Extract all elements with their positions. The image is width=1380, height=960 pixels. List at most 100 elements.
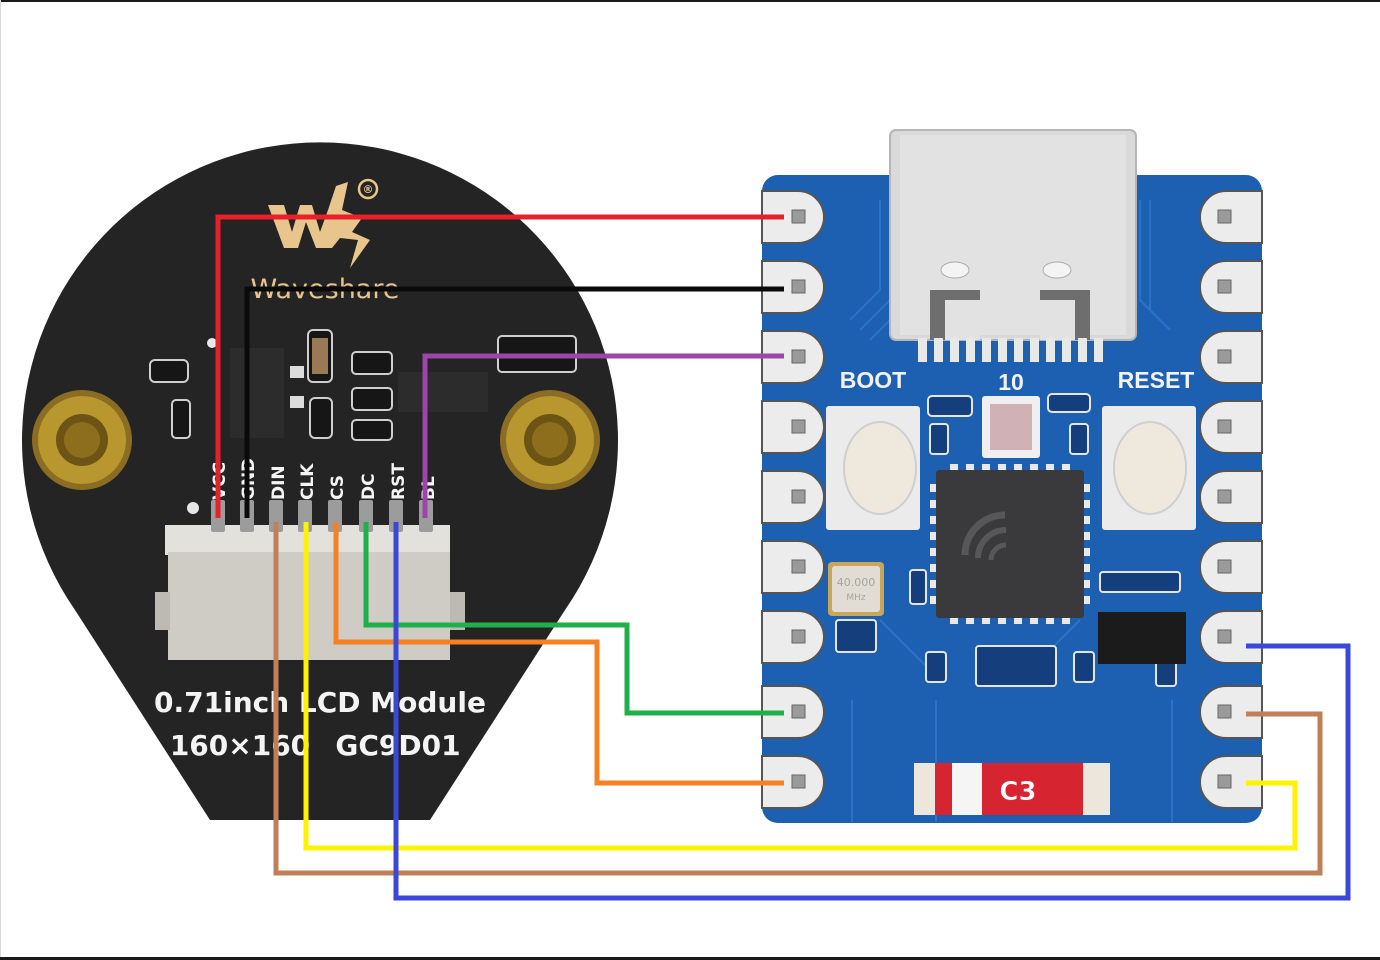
- lcd-module: ® Waveshare VCC GND DIN CLK CS: [22, 142, 619, 820]
- chip-pin: [1084, 580, 1090, 588]
- usb-pin: [982, 338, 991, 362]
- wire-dc: [363, 522, 784, 716]
- pin-label-clk: CLK: [298, 463, 318, 500]
- chip-pin: [930, 564, 936, 572]
- pin-label-din: DIN: [269, 465, 289, 500]
- wire-clk: [303, 522, 1298, 851]
- label-boot: BOOT: [840, 367, 906, 393]
- esp-right-pin-pad: [1199, 685, 1263, 739]
- esp-left-pin-pad: [761, 470, 825, 524]
- frame-bottom-border: [0, 957, 1380, 960]
- label-reset: RESET: [1118, 367, 1195, 393]
- esp-left-pin-pad: [761, 260, 825, 314]
- esp-right-pin-pad: [1199, 755, 1263, 809]
- wire-rst: [393, 522, 1351, 901]
- chip-pin: [1030, 464, 1038, 470]
- usb-pin: [1094, 338, 1103, 362]
- usb-pin: [1014, 338, 1023, 362]
- chip-pin: [966, 618, 974, 624]
- esp-smd-components: [835, 393, 1181, 687]
- chip-pin: [1030, 618, 1038, 624]
- pin-label-bl: BL: [419, 476, 439, 500]
- esp32c3-chip: [930, 464, 1090, 624]
- usb-pin: [1046, 338, 1055, 362]
- chip-pin: [1084, 532, 1090, 540]
- wire-bl: [422, 353, 784, 518]
- chip-pin: [1046, 464, 1054, 470]
- usb-pin: [966, 338, 975, 362]
- chip-pin: [1084, 516, 1090, 524]
- chip-pin: [1084, 484, 1090, 492]
- chip-pin: [1084, 500, 1090, 508]
- wire-cs: [333, 522, 784, 786]
- waveshare-logo-icon: ®: [268, 178, 379, 268]
- chip-pin: [998, 618, 1006, 624]
- lcd-resolution: 160×160: [170, 729, 310, 762]
- crystal-frequency: 40.000: [837, 576, 876, 589]
- usb-pin: [1030, 338, 1039, 362]
- frame-top-border: [0, 0, 1380, 2]
- crystal-oscillator: 40.000 MHz: [828, 562, 884, 616]
- esp-right-pin-pad: [1199, 190, 1263, 244]
- esp-right-pin-pad: [1199, 330, 1263, 384]
- usb-pin: [1062, 338, 1071, 362]
- label-led-10: 10: [998, 369, 1024, 395]
- chip-pin: [1062, 618, 1070, 624]
- reset-button[interactable]: [1102, 406, 1196, 530]
- esp-right-pin-pad: [1199, 470, 1263, 524]
- pin-label-cs: CS: [328, 475, 348, 500]
- lcd-components: [149, 329, 577, 441]
- usb-pin: [918, 338, 927, 362]
- esp-right-pin-pad: [1199, 260, 1263, 314]
- chip-pin: [982, 618, 990, 624]
- pin-label-rst: RST: [389, 463, 409, 500]
- wire-gnd: [244, 286, 784, 518]
- usb-c-connector: [889, 129, 1137, 362]
- registered-mark: ®: [363, 183, 374, 196]
- esp-right-pin-pad: [1199, 400, 1263, 454]
- wire-vcc: [215, 214, 784, 518]
- usb-pin: [1078, 338, 1087, 362]
- wire-din: [273, 522, 1323, 876]
- chip-pin: [930, 500, 936, 508]
- esp-left-pin-pad: [761, 540, 825, 594]
- esp-right-pins: [1199, 190, 1263, 809]
- chip-pin: [998, 464, 1006, 470]
- antenna-area: C3: [851, 700, 1173, 822]
- mounting-hole-right: [500, 390, 600, 490]
- esp-left-pin-pad: [761, 330, 825, 384]
- esp-left-pin-pad: [761, 755, 825, 809]
- chip-pin: [930, 532, 936, 540]
- chip-pin: [930, 516, 936, 524]
- mounting-hole-left: [32, 390, 132, 490]
- esp-right-pin-pad: [1199, 610, 1263, 664]
- lcd-module-title: 0.71inch LCD Module: [154, 686, 486, 719]
- chip-pin: [930, 596, 936, 604]
- pin-label-dc: DC: [359, 473, 379, 500]
- esp-left-pin-pad: [761, 685, 825, 739]
- antenna-label-c3: C3: [999, 777, 1036, 807]
- chip-pin: [950, 618, 958, 624]
- chip-pin: [1062, 464, 1070, 470]
- chip-pin: [1014, 464, 1022, 470]
- wires: [215, 214, 1351, 901]
- esp-left-pin-pad: [761, 400, 825, 454]
- regulator-chip: [1098, 612, 1186, 664]
- esp-left-pins: [761, 190, 825, 809]
- chip-pin: [1014, 618, 1022, 624]
- chip-pin: [930, 484, 936, 492]
- frame-left-border: [0, 0, 1, 960]
- boot-button[interactable]: [826, 406, 920, 530]
- crystal-unit: MHz: [846, 593, 866, 603]
- chip-pin: [930, 548, 936, 556]
- chip-pin: [1046, 618, 1054, 624]
- esp-right-pin-pad: [1199, 540, 1263, 594]
- chip-pin: [930, 580, 936, 588]
- esp32c3-board: BOOT 10 RESET: [761, 129, 1263, 823]
- usb-pin: [950, 338, 959, 362]
- chip-pin: [1084, 564, 1090, 572]
- usb-pin: [998, 338, 1007, 362]
- fiducial-dot: [207, 338, 217, 348]
- chip-pin: [982, 464, 990, 470]
